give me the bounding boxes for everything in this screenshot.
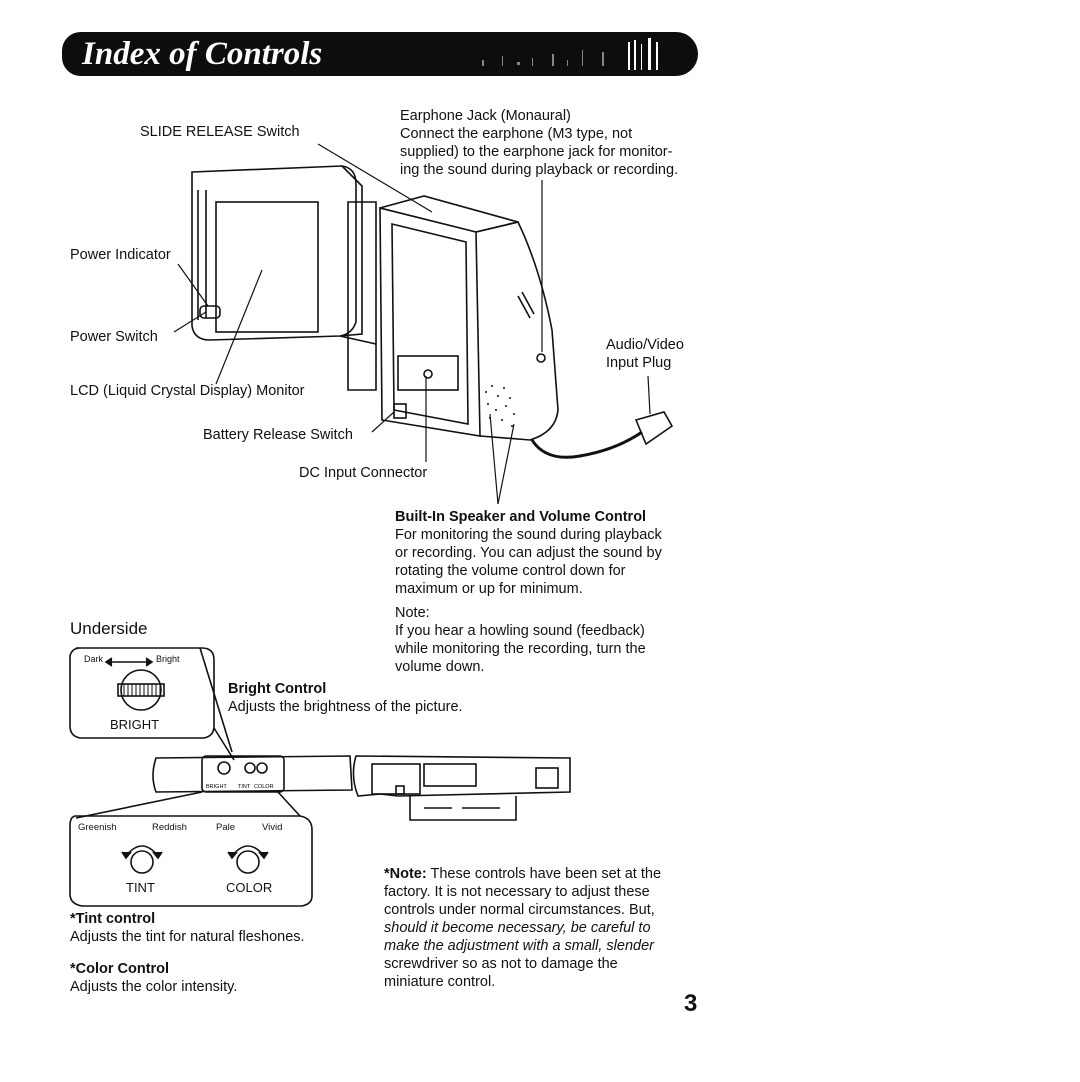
bright-box <box>69 647 215 739</box>
factory-note-line-4: should it become necessary, be careful t… <box>384 920 651 936</box>
color-control-desc: Adjusts the color intensity. <box>70 979 238 995</box>
tint-greenish: Greenish <box>78 822 117 833</box>
page-title: Index of Controls <box>82 36 323 72</box>
note-title: Note: <box>395 605 430 621</box>
label-power-indicator: Power Indicator <box>70 247 171 263</box>
underside-heading: Underside <box>70 619 148 638</box>
tint-color-box <box>69 815 313 907</box>
speaker-line-2: or recording. You can adjust the sound b… <box>395 545 662 561</box>
header-texture <box>482 38 658 70</box>
factory-note-line-7: miniature control. <box>384 974 496 990</box>
earphone-line-3: ing the sound during playback or recordi… <box>400 162 679 178</box>
factory-note-title: *Note: <box>384 866 427 882</box>
tint-control-title: *Tint control <box>70 911 156 927</box>
bright-dark-label: Dark <box>84 654 104 664</box>
bright-wheel <box>117 683 165 697</box>
player-side <box>475 221 559 441</box>
panel-label-color: COLOR <box>254 784 274 790</box>
bright-control-desc: Adjusts the brightness of the picture. <box>228 699 463 715</box>
color-label: COLOR <box>226 880 273 895</box>
factory-note-line-5: make the adjustment with a small, slende… <box>384 938 654 954</box>
speaker-line-3: rotating the volume control down for <box>395 563 626 579</box>
page-number: 3 <box>684 990 698 1017</box>
av-cable <box>530 430 643 459</box>
av-plug <box>634 411 674 446</box>
label-lcd-monitor: LCD (Liquid Crystal Display) Monitor <box>70 383 305 399</box>
bright-bright-label: Bright <box>156 654 180 664</box>
label-power-switch: Power Switch <box>70 329 158 345</box>
factory-note-line-1: *Note: These controls have been set at t… <box>384 865 661 883</box>
note-line-1: If you hear a howling sound (feedback) <box>395 623 645 639</box>
earphone-line-1: Connect the earphone (M3 type, not <box>400 126 633 142</box>
panel-label-bright: BRIGHT <box>206 784 227 790</box>
label-battery-release: Battery Release Switch <box>203 427 353 443</box>
note-line-2: while monitoring the recording, turn the <box>395 641 646 657</box>
volume-wheel <box>517 291 535 319</box>
factory-note-line-2: factory. It is not necessary to adjust t… <box>384 884 650 900</box>
panel-label-tint: TINT <box>238 784 251 790</box>
earphone-title: Earphone Jack (Monaural) <box>400 108 571 124</box>
label-slide-release: SLIDE RELEASE Switch <box>140 124 300 140</box>
lcd-housing-edge <box>339 165 363 337</box>
earphone-jack <box>536 353 546 363</box>
bright-box-label: BRIGHT <box>110 717 160 732</box>
underside-body <box>152 755 353 793</box>
speaker-line-1: For monitoring the sound during playback <box>395 527 662 543</box>
factory-note-line-3: controls under normal circumstances. But… <box>384 902 655 918</box>
label-dc-input: DC Input Connector <box>299 465 428 481</box>
tint-knob <box>130 850 154 874</box>
speaker-line-4: maximum or up for minimum. <box>395 581 583 597</box>
lcd-screen <box>215 201 319 333</box>
factory-note-text-1: These controls have been set at the <box>430 866 662 882</box>
label-av-input-2: Input Plug <box>606 355 672 371</box>
speaker-title: Built-In Speaker and Volume Control <box>395 509 647 525</box>
label-av-input-1: Audio/Video <box>606 337 684 353</box>
color-pale: Pale <box>216 822 236 833</box>
color-vivid: Vivid <box>262 822 283 833</box>
dc-input-port <box>423 369 433 379</box>
note-line-3: volume down. <box>395 659 485 675</box>
earphone-line-2: supplied) to the earphone jack for monit… <box>400 144 673 160</box>
underside-panel <box>201 755 285 793</box>
lcd-housing <box>191 165 357 341</box>
color-control-title: *Color Control <box>70 961 170 977</box>
tint-label: TINT <box>126 880 155 895</box>
tint-reddish: Reddish <box>152 822 187 833</box>
tint-control-desc: Adjusts the tint for natural fleshones. <box>70 929 305 945</box>
hinge <box>347 201 377 391</box>
color-knob <box>236 850 260 874</box>
bright-control-title: Bright Control <box>228 681 327 697</box>
header-bar <box>62 32 698 76</box>
dc-input-panel <box>397 355 459 391</box>
factory-note-line-6: screwdriver so as not to damage the <box>384 956 618 972</box>
